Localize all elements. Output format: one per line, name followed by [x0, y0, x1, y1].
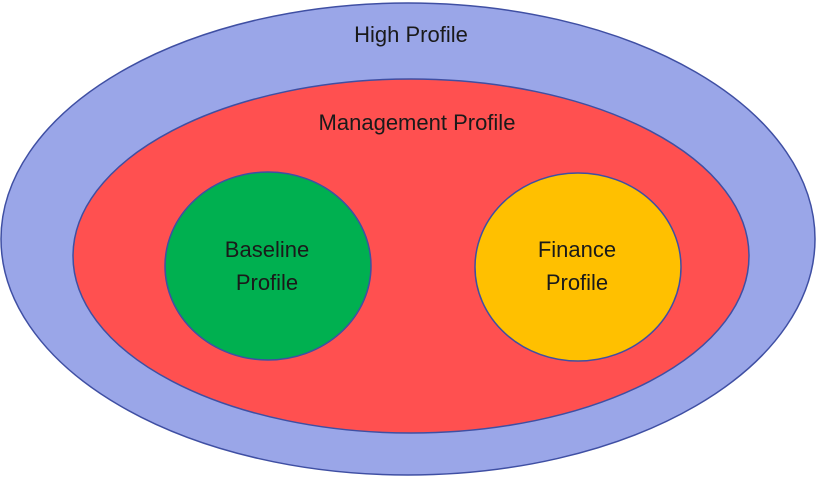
finance-profile-label-line1: Finance	[538, 237, 616, 262]
finance-profile-circle	[474, 172, 682, 362]
high-profile-label: High Profile	[354, 22, 468, 47]
finance-profile-label-line2: Profile	[546, 270, 608, 295]
baseline-profile-circle	[164, 171, 372, 361]
management-profile-label: Management Profile	[319, 110, 516, 135]
baseline-profile-label-line2: Profile	[236, 270, 298, 295]
baseline-profile-label-line1: Baseline	[225, 237, 309, 262]
